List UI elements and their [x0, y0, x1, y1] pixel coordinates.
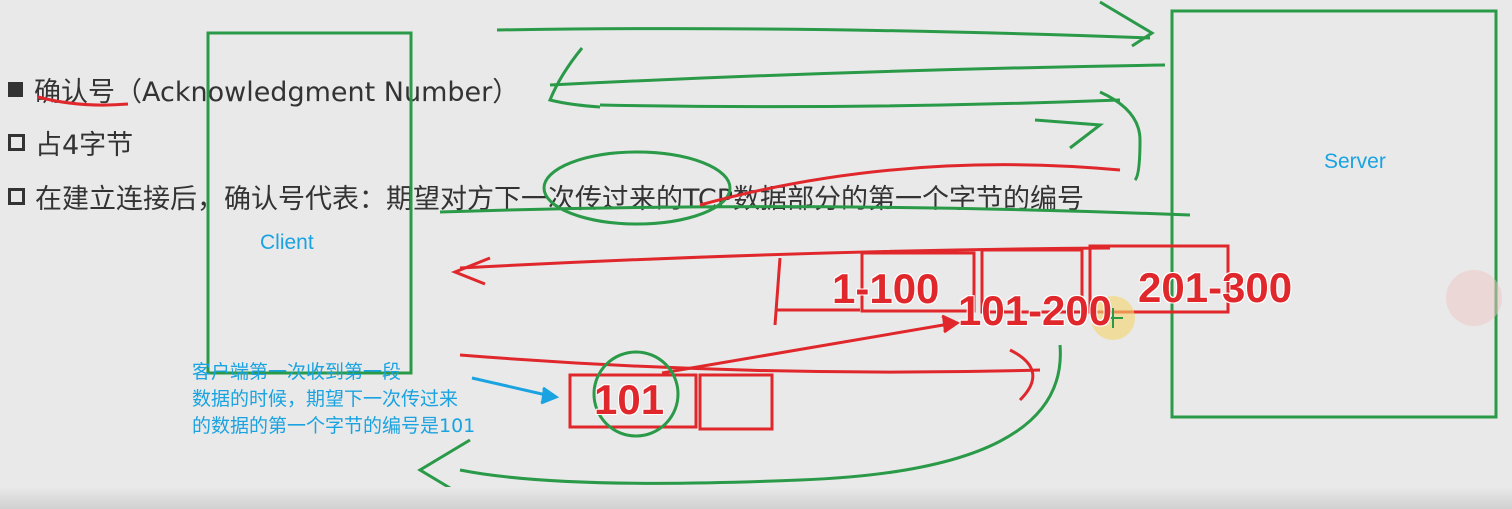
green-return-curve: [459, 344, 1062, 485]
hollow-square-icon: [8, 188, 25, 205]
arrow-head: [450, 256, 491, 286]
segment-label-2: 101-200: [958, 287, 1113, 334]
green-underline: [439, 205, 1191, 217]
segment-label-1: 1-100: [832, 265, 940, 312]
pointer-spot: [1446, 270, 1502, 326]
ack-box: [568, 373, 698, 429]
bullet-ack-number: 确认号（Acknowledgment Number）: [8, 70, 519, 109]
segment-box: [980, 248, 1084, 314]
client-label: Client: [260, 231, 314, 254]
green-arrow-line: [496, 27, 1151, 40]
highlight-circle: [592, 350, 680, 438]
filled-square-icon: [8, 82, 23, 97]
bullet-size: 占4字节: [8, 123, 133, 162]
bullet-text: 占4字节: [35, 130, 134, 161]
arrow-head: [1034, 118, 1105, 150]
highlight-ellipse: [542, 150, 732, 226]
bottom-edge: [0, 487, 1512, 509]
arrow-head: [540, 386, 560, 405]
ack-value-label: 101: [594, 376, 665, 423]
annotation-note: 客户端第一次收到第一段 数据的时候，期望下一次传过来 的数据的第一个字节的编号是…: [192, 359, 475, 440]
arrow-head: [1099, 0, 1155, 48]
empty-box: [698, 373, 774, 431]
underline-mark: [37, 95, 129, 107]
hollow-square-icon: [8, 134, 25, 151]
arrow-head: [1009, 348, 1035, 402]
segment-label-3: 201-300: [1138, 264, 1293, 311]
note-line: 的数据的第一个字节的编号是101: [192, 415, 476, 437]
client-box: [206, 31, 413, 375]
note-line: 客户端第一次收到第一段: [192, 361, 402, 383]
crosshair-icon: [1103, 308, 1123, 328]
segment-box: [860, 251, 976, 313]
server-label: Server: [1324, 150, 1386, 173]
green-arrow-line: [599, 98, 1121, 109]
segment-box: [1088, 244, 1230, 314]
green-arrow-line: [549, 63, 1166, 87]
blue-arrow-line: [471, 376, 556, 399]
green-stroke: [547, 47, 601, 109]
note-line: 数据的时候，期望下一次传过来: [192, 388, 459, 410]
red-arrow-line: [459, 353, 1041, 374]
green-curve: [1099, 90, 1142, 182]
bracket-line: [773, 257, 782, 326]
red-curve: [699, 163, 1121, 207]
red-arrow-line: [661, 321, 956, 375]
bullet-text: 确认号（Acknowledgment Number）: [34, 77, 520, 108]
arrow-head: [941, 314, 961, 334]
server-box: [1170, 9, 1498, 419]
